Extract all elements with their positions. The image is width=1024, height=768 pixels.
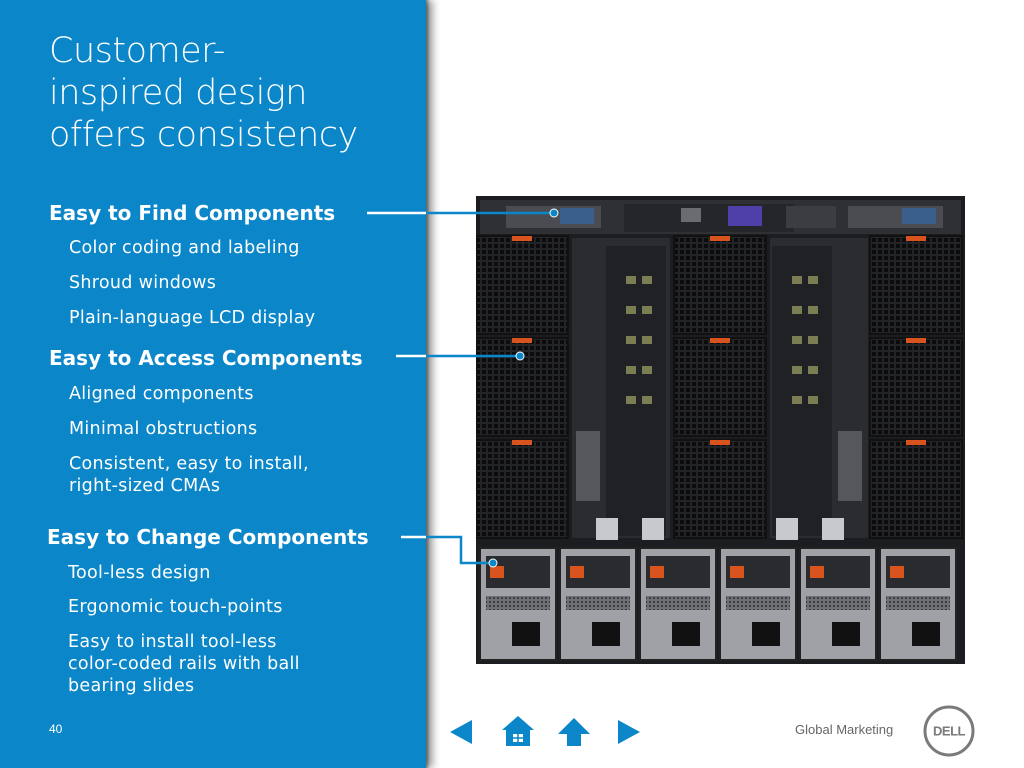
list-item: Color coding and labeling <box>69 238 300 258</box>
title-line: offers consistency <box>49 115 358 155</box>
arrow-up-icon <box>558 718 590 746</box>
list-item: Ergonomic touch-points <box>68 597 283 617</box>
list-item: Shroud windows <box>69 273 217 293</box>
page-number: 40 <box>49 722 63 736</box>
up-level-button[interactable] <box>554 712 594 752</box>
list-item-line: right-sized CMAs <box>69 476 221 496</box>
section-heading-find: Easy to Find Components <box>49 201 336 225</box>
logo-text: DELL <box>933 724 966 739</box>
list-item: Plain-language LCD display <box>69 308 316 328</box>
list-item-multiline: Easy to install tool-less color-coded ra… <box>68 631 300 697</box>
previous-slide-button[interactable] <box>442 712 482 752</box>
section-heading-change: Easy to Change Components <box>47 525 369 549</box>
server-chassis-photo <box>475 196 965 664</box>
home-button[interactable] <box>498 712 538 752</box>
list-item-line: Easy to install tool-less <box>68 632 277 652</box>
list-item: Aligned components <box>69 384 254 404</box>
house-icon <box>502 716 534 746</box>
list-item: Minimal obstructions <box>69 419 258 439</box>
slide-title: Customer- inspired design offers consist… <box>49 30 409 156</box>
list-item-line: color-coded rails with ball <box>68 654 300 674</box>
dell-logo: DELL <box>922 704 976 758</box>
list-item-line: bearing slides <box>68 676 195 696</box>
list-item-line: Consistent, easy to install, <box>69 454 309 474</box>
list-item-multiline: Consistent, easy to install, right-sized… <box>69 453 309 497</box>
title-line: inspired design <box>49 73 307 113</box>
triangle-right-icon <box>618 720 640 744</box>
footer-label: Global Marketing <box>795 722 894 737</box>
title-line: Customer- <box>49 31 225 71</box>
section-heading-access: Easy to Access Components <box>49 346 363 370</box>
triangle-left-icon <box>450 720 472 744</box>
next-slide-button[interactable] <box>608 712 648 752</box>
list-item: Tool-less design <box>68 563 211 583</box>
left-content-panel: Customer- inspired design offers consist… <box>0 0 430 768</box>
